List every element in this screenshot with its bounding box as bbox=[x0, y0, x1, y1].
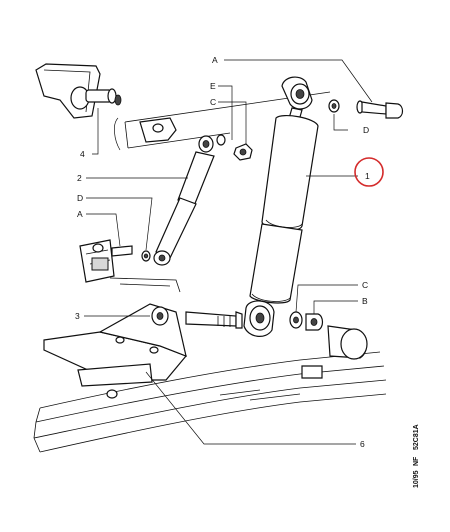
reference-nf: NF bbox=[413, 456, 420, 466]
callout-c-right: C bbox=[362, 280, 368, 290]
lower-bracket-plate bbox=[43, 303, 187, 399]
callout-six: 6 bbox=[360, 439, 365, 449]
highlight-circle bbox=[354, 157, 384, 187]
callout-b-right: B bbox=[362, 296, 368, 306]
top-bolt-assembly bbox=[328, 99, 404, 119]
rail-shock-mount bbox=[139, 117, 177, 143]
callout-three: 3 bbox=[75, 311, 80, 321]
lower-right-washers bbox=[289, 311, 324, 331]
callout-one: 1 bbox=[365, 171, 370, 181]
lower-bolt bbox=[185, 311, 243, 329]
reference-code-id: 52C81A bbox=[413, 424, 420, 450]
callout-two: 2 bbox=[77, 173, 82, 183]
callout-a-top: A bbox=[212, 55, 218, 65]
callout-a-left: A bbox=[77, 209, 83, 219]
lower-left-mount bbox=[79, 239, 181, 293]
shock-absorber-part-1 bbox=[243, 76, 319, 337]
callout-e-top: E bbox=[210, 81, 216, 91]
spring-eye-bush bbox=[301, 325, 368, 379]
callout-d-top: D bbox=[363, 125, 369, 135]
upper-bracket-part-4 bbox=[35, 63, 122, 119]
shock-absorber-part-2 bbox=[153, 135, 215, 266]
reference-code: 10/95 NF 52C81A bbox=[413, 424, 420, 488]
callout-d-left: D bbox=[77, 193, 83, 203]
reference-date: 10/95 bbox=[413, 470, 420, 488]
leader-lines bbox=[84, 59, 373, 445]
leaf-spring bbox=[33, 351, 387, 453]
top-nut-assembly bbox=[216, 134, 253, 161]
callout-c-top: C bbox=[210, 97, 216, 107]
callout-four: 4 bbox=[80, 149, 85, 159]
